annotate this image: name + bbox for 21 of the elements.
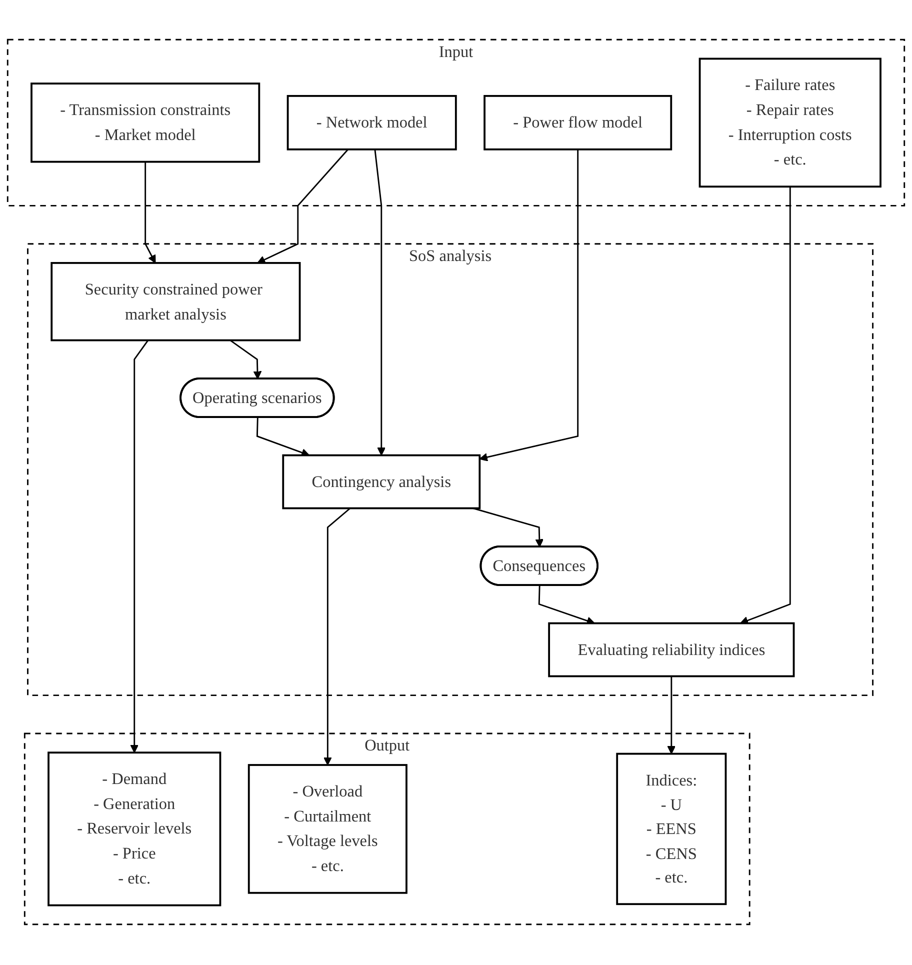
arrow [538, 586, 595, 626]
arrow [256, 418, 310, 458]
arrow [323, 508, 351, 766]
arrow [257, 149, 349, 264]
node-box: - Power flow model [484, 95, 672, 151]
node-box: - Overload - Curtailment - Voltage levels - etc. [248, 764, 408, 894]
arrow [230, 340, 262, 380]
arrow [479, 150, 579, 462]
arrow [144, 162, 156, 264]
arrow [130, 340, 149, 754]
node-box: - Network model [286, 95, 457, 151]
node-box: - Transmission constraints - Market model [30, 83, 260, 164]
node-box: Security constrained power market analysis [50, 262, 301, 342]
node-box: Indices: - U - EENS - CENS - etc. [616, 753, 727, 906]
arrow [667, 676, 676, 755]
node-box: - Demand - Generation - Reservoir levels - Price - etc. [48, 752, 222, 907]
node-box: Contingency analysis [282, 454, 481, 510]
node-box: Evaluating reliability indices [548, 622, 795, 678]
arrow [374, 150, 386, 456]
node-box: - Failure rates - Repair rates - Interruption costs - etc. [698, 58, 882, 188]
arrow [740, 187, 791, 625]
